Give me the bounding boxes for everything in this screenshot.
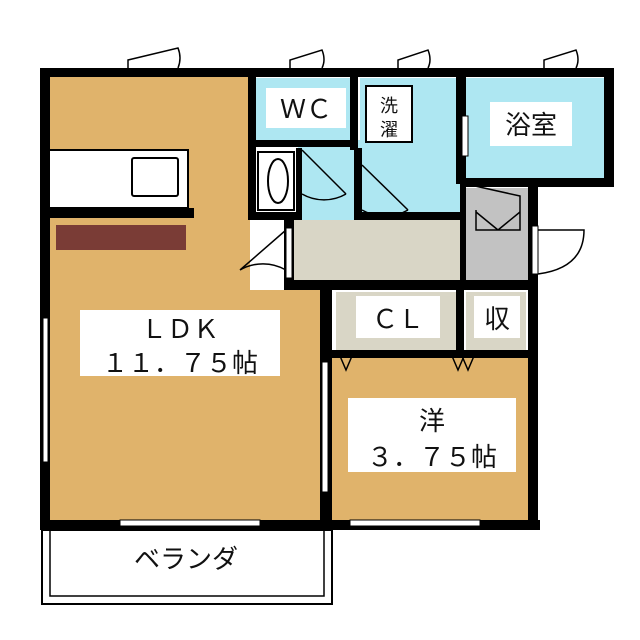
entrance-floor [464, 188, 532, 284]
hall-floor [294, 220, 464, 284]
wc-label: ＷＣ [280, 95, 332, 125]
window-icon [42, 115, 539, 527]
western-size-label: ３．７５帖 [367, 443, 497, 473]
counter-edge [48, 208, 194, 218]
labels: ＬＤＫ １１．７５帖 洋 ３．７５帖 ＷＣ 洗 濯 浴室 ＣＬ 収 ベランダ [80, 88, 572, 575]
balcony [41, 529, 333, 605]
kitchen-counter-top [56, 225, 186, 250]
ldk-label: ＬＤＫ [141, 315, 219, 345]
storage-label: 収 [484, 305, 510, 335]
kitchen-sink-icon [131, 157, 179, 197]
ldk-size-label: １１．７５帖 [102, 349, 258, 379]
laundry-label-1: 洗 [380, 96, 398, 117]
laundry-label-2: 濯 [380, 120, 398, 141]
door-swing-icon [127, 47, 585, 372]
western-label: 洋 [419, 407, 445, 437]
toilet-icon [257, 151, 295, 211]
bath-label: 浴室 [505, 111, 557, 141]
balcony-label: ベランダ [134, 545, 238, 575]
ldk-floor [48, 76, 250, 524]
kitchen [47, 149, 194, 218]
washroom-floor [298, 140, 460, 220]
washer-icon [365, 85, 413, 143]
closet-label: ＣＬ [372, 305, 424, 335]
